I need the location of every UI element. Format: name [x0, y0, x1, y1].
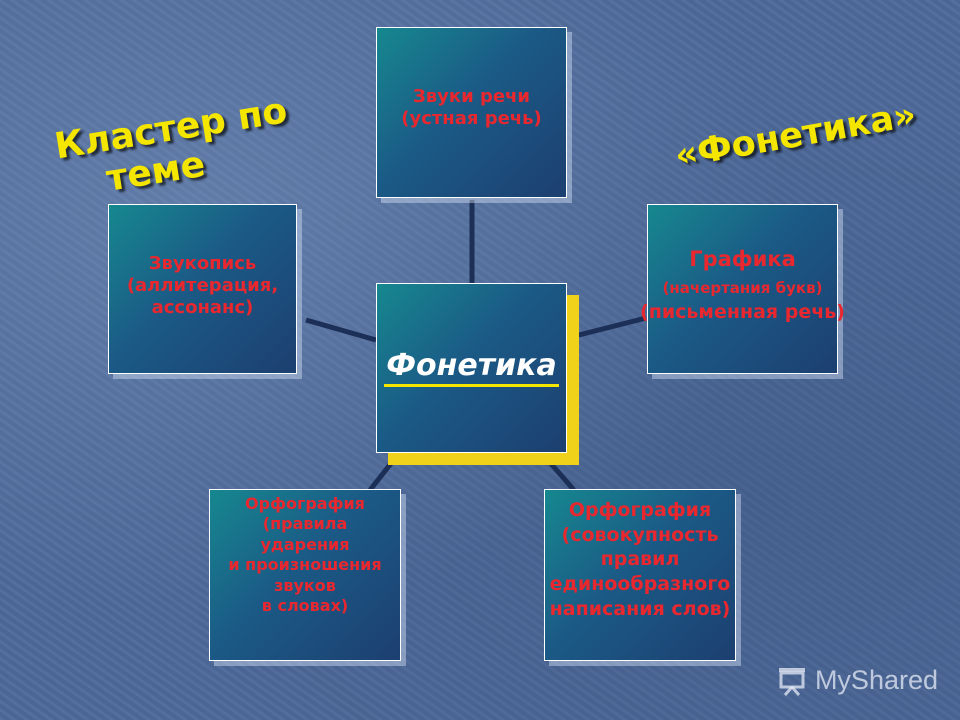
node-right-line-1: (начертания букв)	[662, 278, 823, 297]
center-label: Фонетика	[384, 349, 559, 387]
connector-bottom-left	[368, 450, 402, 492]
node-right-line-2: (письменная речь)	[640, 300, 845, 323]
node-bottom-right-line-0: Орфография	[568, 499, 712, 521]
connector-right	[566, 315, 647, 341]
watermark-text: MyShared	[814, 665, 938, 695]
node-bottom-left-line-1: (правила	[262, 514, 348, 534]
node-graphics: Графика (начертания букв) (письменная ре…	[640, 204, 845, 374]
node-bottom-right-line-3: единообразного	[549, 573, 731, 596]
node-left-line-1: (аллитерация,	[126, 274, 279, 296]
node-left-line-2: ассонанс)	[151, 296, 254, 318]
node-bottom-left-line-2: ударения	[260, 534, 350, 554]
connector-bottom-right	[544, 456, 576, 492]
node-bottom-right-line-2: правил	[600, 548, 680, 571]
node-bottom-left-line-4: звуков	[274, 575, 336, 595]
node-orthography-stress: Орфография (правила ударения и произноше…	[209, 489, 401, 661]
connector-left	[305, 317, 377, 343]
node-bottom-right-line-1: (совокупность	[561, 523, 719, 546]
node-bottom-right-line-4: написания слов)	[549, 597, 731, 620]
presentation-icon	[778, 667, 805, 696]
node-orthography-rules: Орфография (совокупность правил единообр…	[544, 489, 736, 661]
node-top-line-0: Звуки речи	[412, 86, 531, 107]
node-sounds-of-speech: Звуки речи (устная речь)	[376, 27, 567, 198]
node-bottom-left-line-0: Орфография	[245, 494, 365, 513]
myshared-watermark: MyShared	[775, 665, 938, 696]
node-top-line-1: (устная речь)	[401, 107, 542, 129]
node-right-line-0: Графика	[689, 247, 796, 271]
center-node-phonetics: Фонетика	[376, 283, 567, 453]
node-left-line-0: Звукопись	[148, 253, 257, 274]
node-bottom-left-line-3: и произношения	[228, 555, 382, 575]
node-bottom-left-line-5: в словах)	[261, 596, 349, 616]
node-sound-writing: Звукопись (аллитерация, ассонанс)	[108, 204, 297, 374]
